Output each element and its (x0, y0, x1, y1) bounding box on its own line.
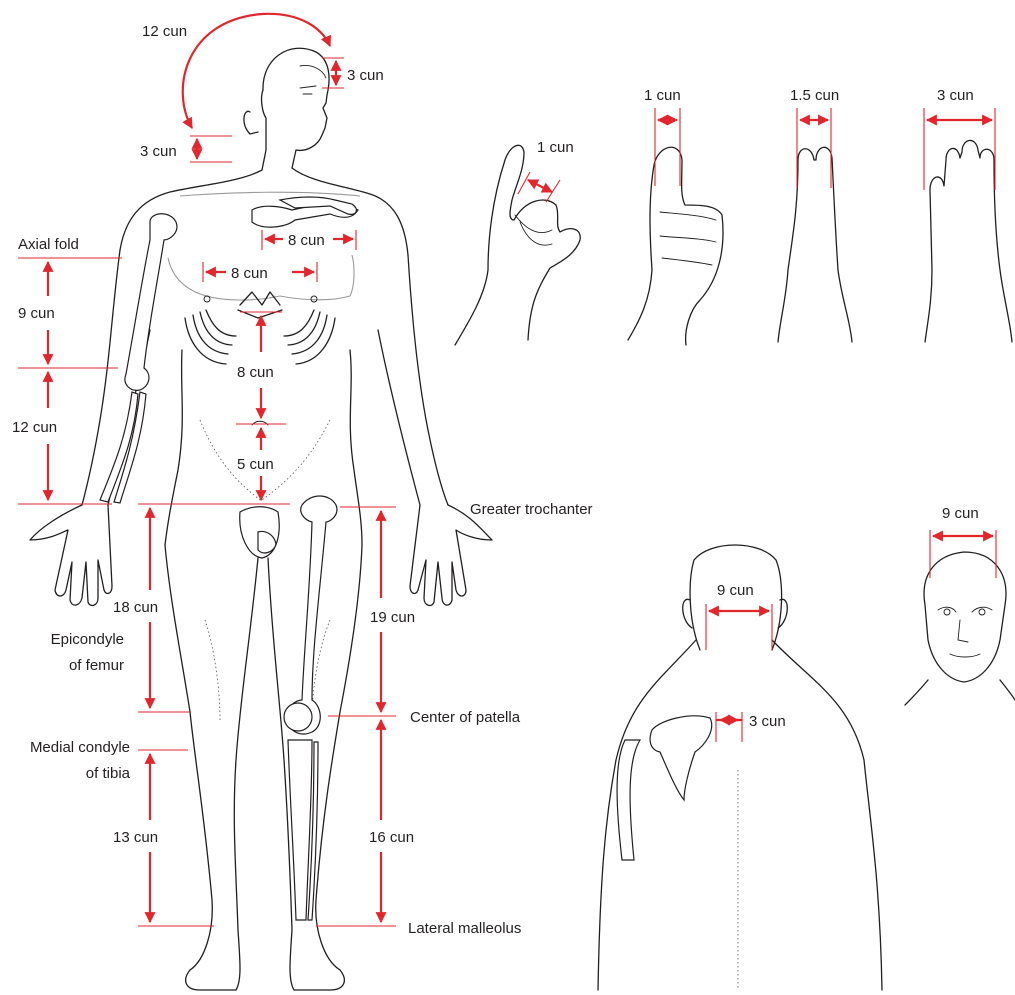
label-lower-abdomen: 5 cun (237, 456, 274, 473)
label-medial-condyle-line2: of tibia (86, 765, 131, 782)
label-upper-abdomen: 8 cun (237, 364, 274, 381)
label-forehead: 3 cun (347, 67, 384, 84)
label-upper-arm: 9 cun (18, 305, 55, 322)
label-back-head: 9 cun (717, 582, 754, 599)
head-arc-arrow (183, 14, 330, 128)
hand-thumb-figure (628, 147, 723, 345)
hand-two-fingers-figure (778, 147, 852, 342)
label-lower-leg-lateral: 16 cun (369, 829, 414, 846)
label-head-arc: 12 cun (142, 23, 187, 40)
label-four-fingers: 3 cun (937, 87, 974, 104)
label-thumb-width: 1 cun (644, 87, 681, 104)
label-medial-condyle-line1: Medial condyle (30, 739, 130, 756)
label-thigh-lateral: 19 cun (370, 609, 415, 626)
label-two-fingers: 1.5 cun (790, 87, 839, 104)
label-front-head: 9 cun (942, 505, 979, 522)
label-nape: 3 cun (140, 143, 177, 160)
label-thigh-medial: 18 cun (113, 599, 158, 616)
label-finger-joint: 1 cun (537, 139, 574, 156)
label-axial-fold: Axial fold (18, 236, 79, 253)
hand-middle-finger-figure (455, 145, 580, 345)
label-center-patella: Center of patella (410, 709, 521, 726)
label-clavicle: 8 cun (288, 232, 325, 249)
label-chest: 8 cun (231, 265, 268, 282)
front-body-figure (30, 48, 492, 990)
label-forearm: 12 cun (12, 419, 57, 436)
label-greater-trochanter: Greater trochanter (470, 501, 593, 518)
label-scapula: 3 cun (749, 713, 786, 730)
label-epicondyle-line2: of femur (69, 657, 124, 674)
labels: 12 cun 3 cun 3 cun 8 cun 8 cun Axial fol… (12, 23, 979, 937)
label-lower-leg-medial: 13 cun (113, 829, 158, 846)
label-lateral-malleolus: Lateral malleolus (408, 920, 521, 937)
hand-four-fingers-figure (925, 140, 1012, 342)
label-epicondyle-line1: Epicondyle (51, 631, 124, 648)
front-face-figure (905, 552, 1015, 705)
